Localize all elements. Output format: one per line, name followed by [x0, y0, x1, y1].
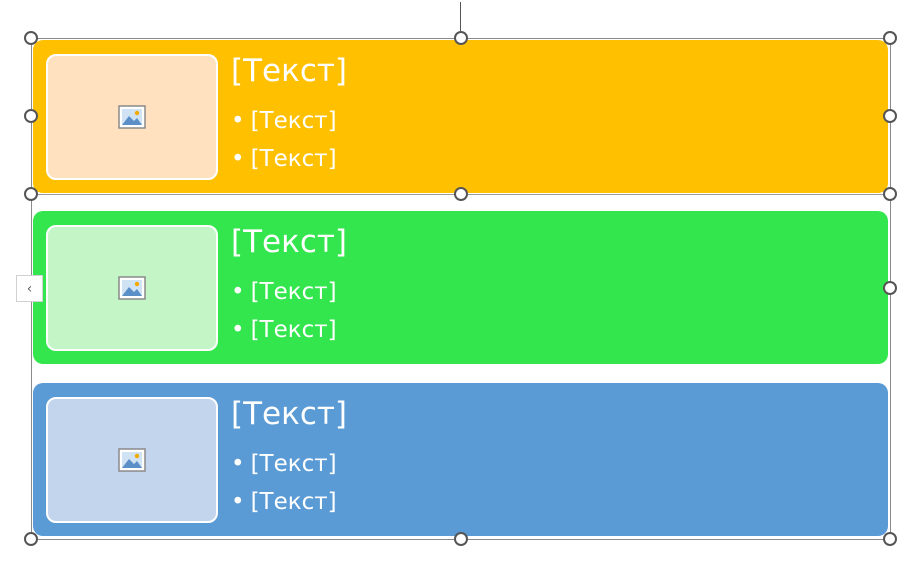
bullet-text: [Текст] [250, 279, 337, 305]
row-3-bullet-2[interactable]: •[Текст] [231, 488, 337, 516]
row-1-bullet-2[interactable]: •[Текст] [231, 145, 337, 173]
row-3-title[interactable]: [Текст] [231, 396, 348, 432]
row-1-title[interactable]: [Текст] [231, 53, 348, 89]
picture-placeholder-icon [118, 105, 146, 129]
resize-handle-top-left[interactable] [24, 31, 38, 45]
bullet-dot: • [231, 146, 245, 172]
smartart-row-1[interactable]: [Текст] •[Текст] •[Текст] [33, 40, 888, 193]
smartart-row-3[interactable]: [Текст] •[Текст] •[Текст] [33, 383, 888, 536]
bullet-dot: • [231, 279, 245, 305]
bullet-dot: • [231, 108, 245, 134]
resize-handle-shape-bottom-right[interactable] [883, 187, 897, 201]
picture-placeholder-3[interactable] [46, 397, 218, 523]
row-2-bullet-2[interactable]: •[Текст] [231, 316, 337, 344]
bullet-dot: • [231, 489, 245, 515]
rotate-handle-line [460, 2, 461, 31]
resize-handle-mid-right[interactable] [883, 281, 897, 295]
bullet-dot: • [231, 317, 245, 343]
bullet-text: [Текст] [250, 317, 337, 343]
resize-handle-top-center[interactable] [454, 31, 468, 45]
bullet-text: [Текст] [250, 146, 337, 172]
resize-handle-mid-right-1[interactable] [883, 109, 897, 123]
picture-placeholder-2[interactable] [46, 225, 218, 351]
resize-handle-shape-bottom-left[interactable] [24, 187, 38, 201]
bullet-text: [Текст] [250, 108, 337, 134]
row-3-bullet-1[interactable]: •[Текст] [231, 450, 337, 478]
row-2-title[interactable]: [Текст] [231, 224, 348, 260]
bullet-text: [Текст] [250, 451, 337, 477]
resize-handle-shape-bottom-center[interactable] [454, 187, 468, 201]
resize-handle-bottom-right[interactable] [883, 532, 897, 546]
smartart-row-2[interactable]: [Текст] •[Текст] •[Текст] [33, 211, 888, 364]
row-1-bullet-1[interactable]: •[Текст] [231, 107, 337, 135]
resize-handle-mid-left-1[interactable] [24, 109, 38, 123]
bullet-dot: • [231, 451, 245, 477]
picture-placeholder-icon [118, 448, 146, 472]
resize-handle-bottom-center[interactable] [454, 532, 468, 546]
picture-placeholder-1[interactable] [46, 54, 218, 180]
row-2-bullet-1[interactable]: •[Текст] [231, 278, 337, 306]
bullet-text: [Текст] [250, 489, 337, 515]
chevron-left-icon: ‹ [26, 280, 33, 297]
resize-handle-bottom-left[interactable] [24, 532, 38, 546]
text-pane-toggle[interactable]: ‹ [16, 275, 43, 302]
resize-handle-top-right[interactable] [883, 31, 897, 45]
picture-placeholder-icon [118, 276, 146, 300]
